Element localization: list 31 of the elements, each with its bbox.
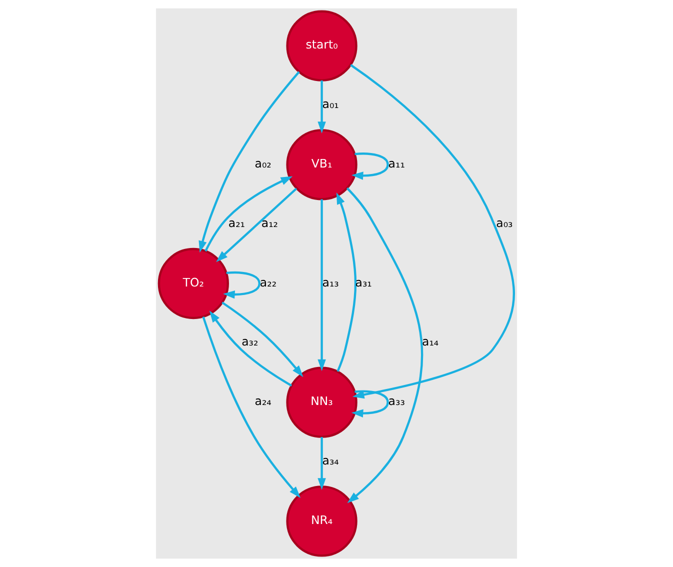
edge-label: a₂₄ xyxy=(254,394,272,408)
arrow xyxy=(318,437,326,490)
arrow xyxy=(223,271,261,299)
arrow xyxy=(346,187,424,504)
edge-label: a₁₄ xyxy=(422,334,439,349)
edge-label: a₃₃ xyxy=(388,394,405,408)
arrow xyxy=(351,152,389,180)
arrow xyxy=(209,310,292,387)
node-circle: NN₃ xyxy=(286,366,358,438)
arrow xyxy=(336,192,357,372)
node-circle: VB₁ xyxy=(286,129,358,200)
edge-label: a₃₂ xyxy=(242,334,258,349)
edge-label: a₀₃ xyxy=(496,216,513,230)
edge-label: a₂₁ xyxy=(228,216,245,230)
arrow xyxy=(350,64,515,399)
arrow xyxy=(216,188,298,262)
arrow xyxy=(204,176,293,252)
edge-label: a₀₂ xyxy=(254,156,272,170)
edge-label: a₂₂ xyxy=(260,275,277,290)
arrow xyxy=(318,80,326,134)
edge-label: a₁₁ xyxy=(388,156,405,170)
arrow xyxy=(351,390,389,418)
edge-label: a₁₃ xyxy=(322,275,339,290)
arrow xyxy=(222,302,304,378)
node-circle: start₀ xyxy=(286,10,358,82)
arrow xyxy=(318,199,326,372)
edge-label: a₃₄ xyxy=(322,454,339,468)
arrow xyxy=(202,316,301,498)
arrow xyxy=(198,71,300,253)
edge-label: a₁₂ xyxy=(261,216,278,230)
edge-label: a₀₁ xyxy=(322,97,339,112)
